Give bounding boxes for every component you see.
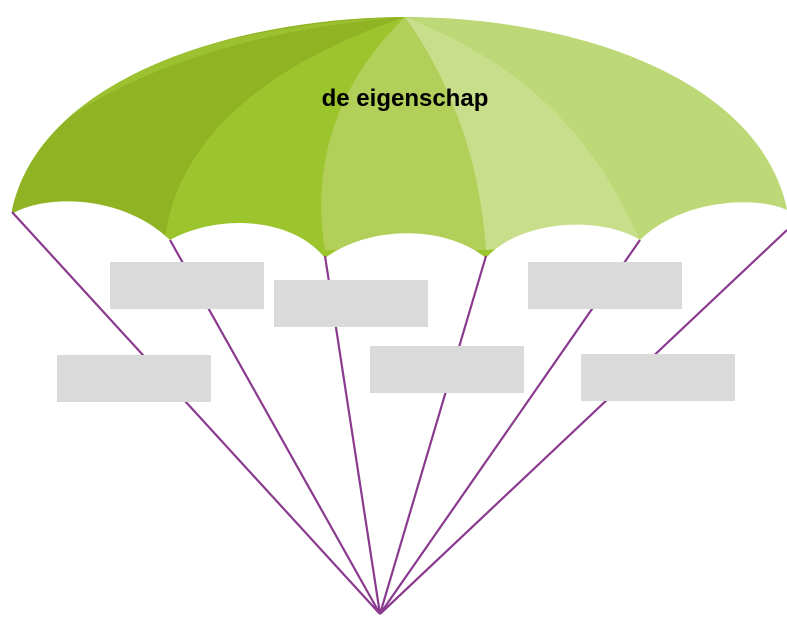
canopy-underside (10, 201, 787, 270)
blank-label-box[interactable] (581, 354, 735, 401)
blank-label-box[interactable] (274, 280, 428, 327)
blank-label-box[interactable] (528, 262, 682, 309)
blank-label-box[interactable] (370, 346, 524, 393)
diagram-title: de eigenschap (321, 85, 489, 112)
blank-label-box[interactable] (57, 355, 211, 402)
blank-label-box[interactable] (110, 262, 264, 309)
